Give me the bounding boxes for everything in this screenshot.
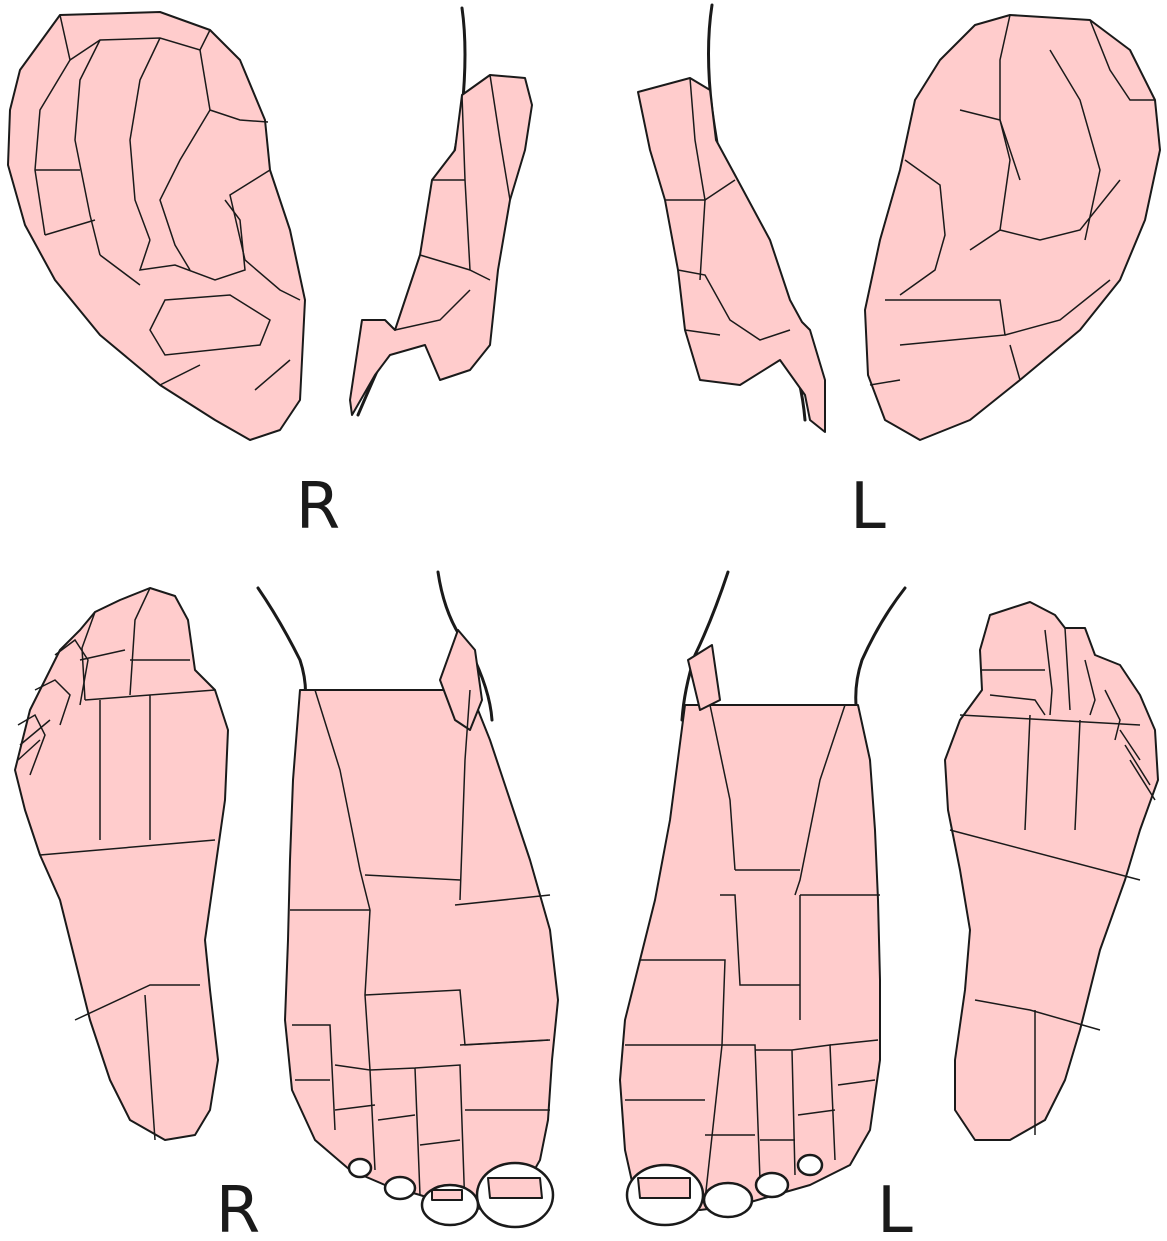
left-foot-top bbox=[620, 572, 905, 1225]
left-ear-side bbox=[638, 5, 825, 432]
right-foot-sole bbox=[15, 588, 228, 1140]
label-left-feet: L bbox=[877, 1174, 913, 1241]
right-ear-side bbox=[350, 8, 532, 415]
label-right-feet: R bbox=[216, 1174, 260, 1241]
label-left-ears: L bbox=[850, 470, 886, 544]
left-foot-sole bbox=[945, 602, 1158, 1140]
label-right-ears: R bbox=[296, 470, 340, 544]
right-foot-top bbox=[258, 572, 558, 1227]
right-ear-front bbox=[8, 12, 305, 440]
left-ear-front bbox=[865, 15, 1160, 440]
